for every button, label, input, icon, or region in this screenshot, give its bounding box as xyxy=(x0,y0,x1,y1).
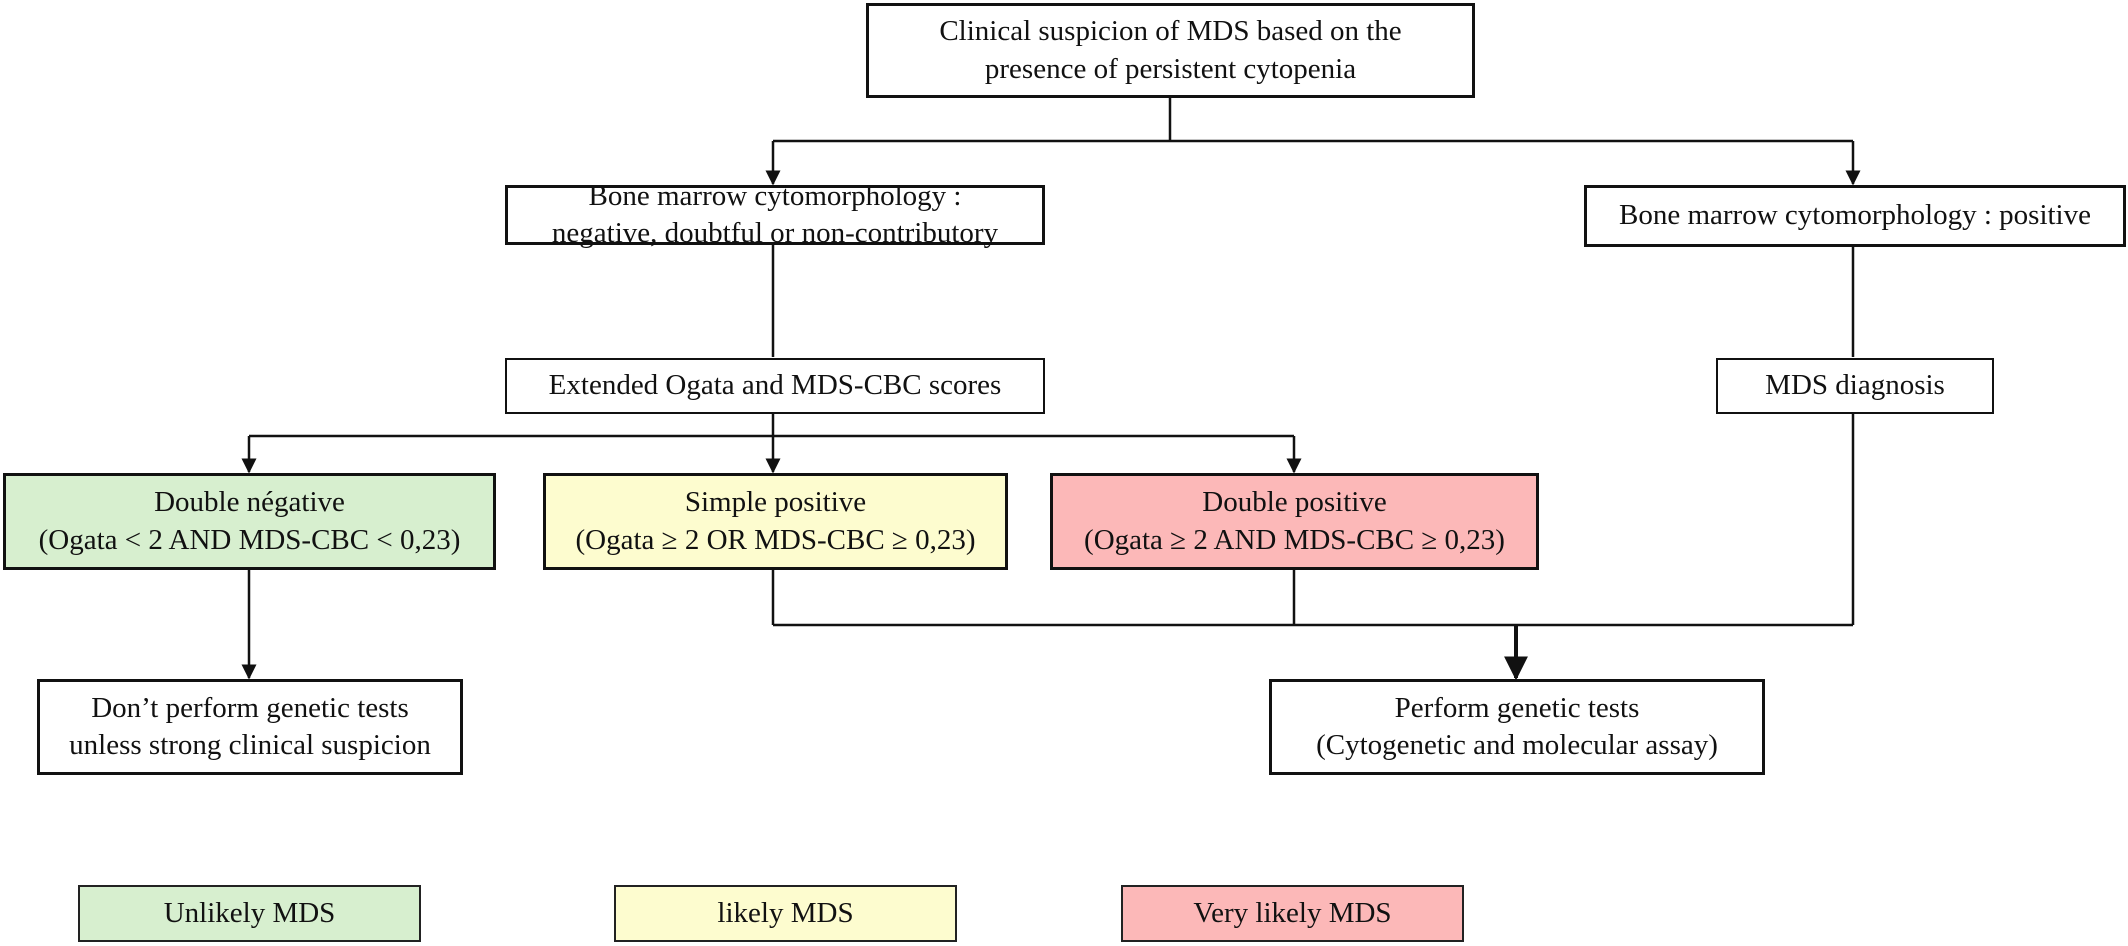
node-cytomorphology-negative-line1: Bone marrow cytomorphology : xyxy=(588,179,962,212)
node-no-genetic-tests: Don’t perform genetic tests unless stron… xyxy=(37,679,463,775)
node-simple-positive-line2: (Ogata ≥ 2 OR MDS-CBC ≥ 0,23) xyxy=(575,523,976,556)
node-no-genetic-tests-line1: Don’t perform genetic tests xyxy=(91,691,409,724)
legend-unlikely-mds-label: Unlikely MDS xyxy=(163,897,336,929)
node-clinical-suspicion-line2: presence of persistent cytopenia xyxy=(984,52,1357,85)
node-cytomorphology-negative-line2: negative, doubtful or non-contributory xyxy=(551,217,999,249)
node-double-negative-line1: Double négative xyxy=(154,486,345,519)
node-cytomorphology-negative: Bone marrow cytomorphology : negative, d… xyxy=(505,180,1045,249)
node-scores-line1: Extended Ogata and MDS-CBC scores xyxy=(548,369,1002,402)
node-simple-positive: Simple positive (Ogata ≥ 2 OR MDS-CBC ≥ … xyxy=(543,473,1008,570)
node-clinical-suspicion: Clinical suspicion of MDS based on the p… xyxy=(866,3,1475,98)
node-simple-positive-line1: Simple positive xyxy=(684,486,867,519)
node-no-genetic-tests-line2: unless strong clinical suspicion xyxy=(69,729,431,761)
legend-likely-mds: likely MDS xyxy=(614,885,957,942)
node-cytomorphology-positive: Bone marrow cytomorphology : positive xyxy=(1584,185,2126,247)
legend-likely-mds-label: likely MDS xyxy=(717,897,854,929)
node-scores: Extended Ogata and MDS-CBC scores xyxy=(505,358,1045,414)
node-double-positive: Double positive (Ogata ≥ 2 AND MDS-CBC ≥… xyxy=(1050,473,1539,570)
node-double-negative-line2: (Ogata < 2 AND MDS-CBC < 0,23) xyxy=(38,523,461,556)
legend-unlikely-mds: Unlikely MDS xyxy=(78,885,421,942)
legend-very-likely-mds: Very likely MDS xyxy=(1121,885,1464,942)
node-genetic-tests-line2: (Cytogenetic and molecular assay) xyxy=(1316,729,1718,761)
node-cytomorphology-positive-line1: Bone marrow cytomorphology : positive xyxy=(1619,199,2091,232)
node-double-positive-line2: (Ogata ≥ 2 AND MDS-CBC ≥ 0,23) xyxy=(1084,523,1505,556)
node-mds-diagnosis: MDS diagnosis xyxy=(1716,358,1994,414)
node-clinical-suspicion-line1: Clinical suspicion of MDS based on the xyxy=(939,15,1402,48)
node-mds-diagnosis-line1: MDS diagnosis xyxy=(1765,369,1945,402)
node-double-negative: Double négative (Ogata < 2 AND MDS-CBC <… xyxy=(3,473,496,570)
node-genetic-tests: Perform genetic tests (Cytogenetic and m… xyxy=(1269,679,1765,775)
node-genetic-tests-line1: Perform genetic tests xyxy=(1394,691,1640,724)
node-double-positive-line1: Double positive xyxy=(1202,486,1387,519)
legend-very-likely-mds-label: Very likely MDS xyxy=(1193,897,1392,929)
